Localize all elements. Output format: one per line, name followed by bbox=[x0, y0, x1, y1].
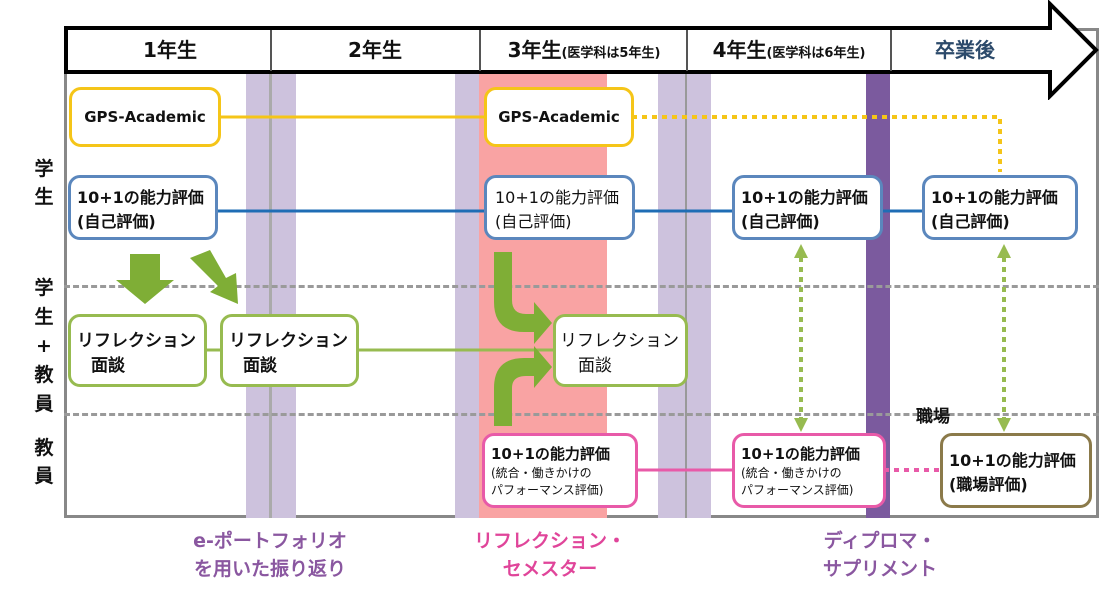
performance-1-sub-2: パフォーマンス評価) bbox=[491, 483, 604, 497]
gps-dotted-line bbox=[632, 115, 1002, 172]
row-faculty-char-1: 教 bbox=[34, 437, 54, 459]
self-eval-3-title: 10+1の能力評価 bbox=[741, 187, 868, 207]
timeline-divider-c bbox=[686, 30, 688, 71]
year-1-label: 1年生 bbox=[143, 38, 197, 62]
row-label-student: 学 生 bbox=[30, 155, 58, 211]
separator-faculty bbox=[64, 413, 1099, 416]
stripe-lavender-4 bbox=[687, 72, 711, 518]
year-3-label: 3年生(医学科は5年生) bbox=[482, 36, 686, 64]
stripe-lavender-3 bbox=[658, 72, 685, 518]
year-3-text: 3年生 bbox=[507, 38, 562, 62]
year-4-text: 4年生 bbox=[712, 38, 767, 62]
performance-1-title: 10+1の能力評価 bbox=[491, 445, 610, 463]
timeline-divider-d bbox=[890, 30, 892, 71]
self-eval-1-title: 10+1の能力評価 bbox=[77, 187, 204, 207]
year-3-note: (医学科は5年生) bbox=[561, 46, 661, 61]
double-arrow-1-head-up bbox=[794, 244, 808, 258]
performance-eval-box-1: 10+1の能力評価 (統合・働きかけの パフォーマンス評価) bbox=[482, 433, 638, 508]
caption-semester-line-1: リフレクション・ bbox=[473, 530, 626, 552]
performance-2-sub-2: パフォーマンス評価) bbox=[741, 483, 854, 497]
row-sf-char-1: 学 bbox=[34, 277, 54, 299]
caption-diploma: ディプロマ・ サプリメント bbox=[770, 527, 990, 583]
stripe-divider-2 bbox=[685, 28, 687, 518]
row-sf-char-4: 教 bbox=[34, 364, 54, 386]
curved-arrow-down-icon bbox=[494, 252, 552, 344]
caption-diploma-line-2: サプリメント bbox=[822, 558, 937, 580]
workplace-label: 職場 bbox=[916, 407, 950, 427]
row-student-char-1: 学 bbox=[34, 158, 54, 180]
after-graduation-label: 卒業後 bbox=[935, 38, 995, 62]
timeline-arrow bbox=[64, 0, 1099, 100]
reflection-1-title: リフレクション bbox=[77, 330, 196, 351]
double-arrow-1-head-down bbox=[794, 418, 808, 432]
caption-portfolio: e-ポートフォリオ を用いた振り返り bbox=[150, 527, 390, 583]
caption-semester-line-2: セメスター bbox=[502, 558, 598, 580]
year-4-label: 4年生(医学科は6年生) bbox=[688, 36, 890, 64]
reflection-2-title: リフレクション bbox=[229, 330, 348, 351]
reflection-2-sub: 面談 bbox=[243, 355, 277, 376]
workplace-eval-title: 10+1の能力評価 bbox=[949, 450, 1076, 470]
self-eval-box-2: 10+1の能力評価 (自己評価) bbox=[484, 175, 635, 240]
self-eval-2-sub: (自己評価) bbox=[495, 211, 572, 231]
caption-portfolio-line-2: を用いた振り返り bbox=[193, 558, 346, 580]
row-sf-char-5: 員 bbox=[34, 393, 54, 415]
caption-semester: リフレクション・ セメスター bbox=[430, 527, 670, 583]
double-arrow-2-head-down bbox=[997, 418, 1011, 432]
stripe-lavender-2 bbox=[455, 72, 479, 518]
timeline-divider-b bbox=[479, 30, 481, 71]
double-arrow-2-head-up bbox=[997, 244, 1011, 258]
caption-diploma-line-1: ディプロマ・ bbox=[823, 530, 937, 552]
self-eval-box-4: 10+1の能力評価 (自己評価) bbox=[922, 175, 1078, 240]
timeline-divider-a bbox=[270, 30, 272, 71]
stripe-divider-1 bbox=[269, 28, 272, 518]
reflection-3-sub: 面談 bbox=[578, 355, 612, 376]
workplace-eval-sub: (職場評価) bbox=[949, 474, 1028, 494]
reflection-1-sub: 面談 bbox=[91, 355, 125, 376]
row-faculty-char-2: 員 bbox=[34, 465, 54, 487]
performance-1-sub-1: (統合・働きかけの bbox=[491, 466, 592, 480]
workplace-eval-box: 10+1の能力評価 (職場評価) bbox=[940, 433, 1092, 508]
caption-portfolio-line-1: e-ポートフォリオ bbox=[193, 530, 347, 552]
row-sf-char-2: 生 bbox=[34, 306, 54, 328]
year-2-label: 2年生 bbox=[348, 38, 402, 62]
separator-student bbox=[64, 285, 1099, 288]
reflection-3-title: リフレクション bbox=[560, 330, 679, 351]
year-4-note: (医学科は6年生) bbox=[766, 46, 866, 61]
gps-academic-text-1: GPS-Academic bbox=[84, 108, 206, 126]
down-arrow-icon bbox=[116, 254, 174, 304]
row-sf-char-3: + bbox=[36, 335, 52, 357]
curved-arrow-up-icon bbox=[494, 346, 552, 426]
gps-academic-box-2: GPS-Academic bbox=[484, 87, 634, 147]
diagonal-arrow-icon bbox=[190, 250, 238, 304]
reflection-box-3: リフレクション 面談 bbox=[553, 314, 688, 387]
self-eval-box-1: 10+1の能力評価 (自己評価) bbox=[68, 175, 218, 240]
reflection-box-2: リフレクション 面談 bbox=[220, 314, 359, 387]
self-eval-2-title: 10+1の能力評価 bbox=[495, 187, 619, 207]
performance-2-title: 10+1の能力評価 bbox=[741, 445, 860, 463]
self-eval-1-sub: (自己評価) bbox=[77, 211, 156, 231]
gps-academic-text-2: GPS-Academic bbox=[498, 108, 620, 126]
row-student-char-2: 生 bbox=[34, 186, 54, 208]
reflection-box-1: リフレクション 面談 bbox=[68, 314, 207, 387]
self-eval-3-sub: (自己評価) bbox=[741, 211, 820, 231]
row-label-student-faculty: 学 生 + 教 員 bbox=[30, 274, 58, 419]
performance-eval-box-2: 10+1の能力評価 (統合・働きかけの パフォーマンス評価) bbox=[732, 433, 886, 508]
self-eval-4-title: 10+1の能力評価 bbox=[931, 187, 1058, 207]
gps-academic-box-1: GPS-Academic bbox=[69, 87, 221, 147]
row-label-faculty: 教 員 bbox=[30, 434, 58, 490]
self-eval-4-sub: (自己評価) bbox=[931, 211, 1010, 231]
performance-2-sub-1: (統合・働きかけの bbox=[741, 466, 842, 480]
self-eval-box-3: 10+1の能力評価 (自己評価) bbox=[732, 175, 883, 240]
